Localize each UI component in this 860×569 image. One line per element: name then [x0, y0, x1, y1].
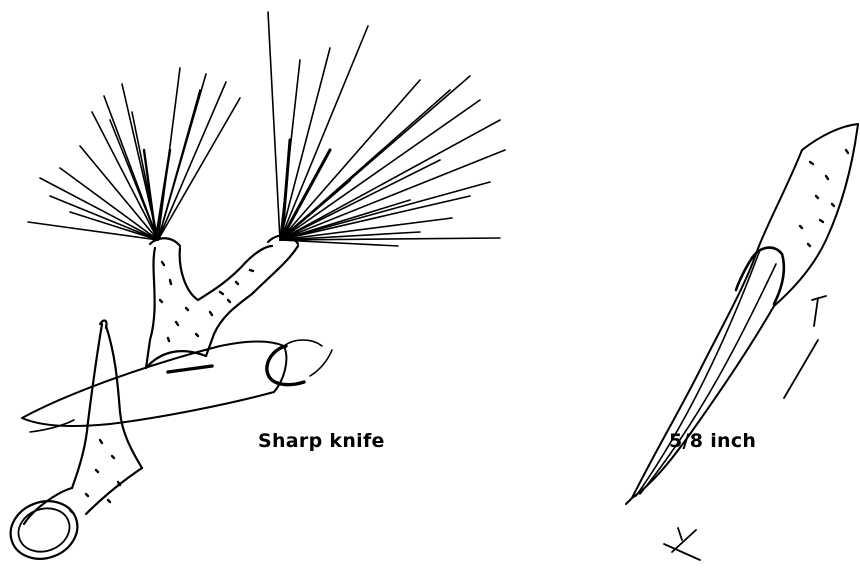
knife-blade — [22, 340, 332, 432]
knife-label: Sharp knife — [258, 430, 385, 452]
measurement-label: 5/8 inch — [669, 430, 756, 452]
needle-sheath — [150, 235, 298, 246]
pine-shoot-figure — [2, 12, 505, 568]
bark-texture — [160, 262, 253, 341]
cut-end-figure — [626, 124, 858, 560]
cut-shoot-piece — [2, 321, 142, 568]
left-needle-cluster — [28, 68, 240, 240]
right-needle-cluster — [268, 12, 505, 246]
